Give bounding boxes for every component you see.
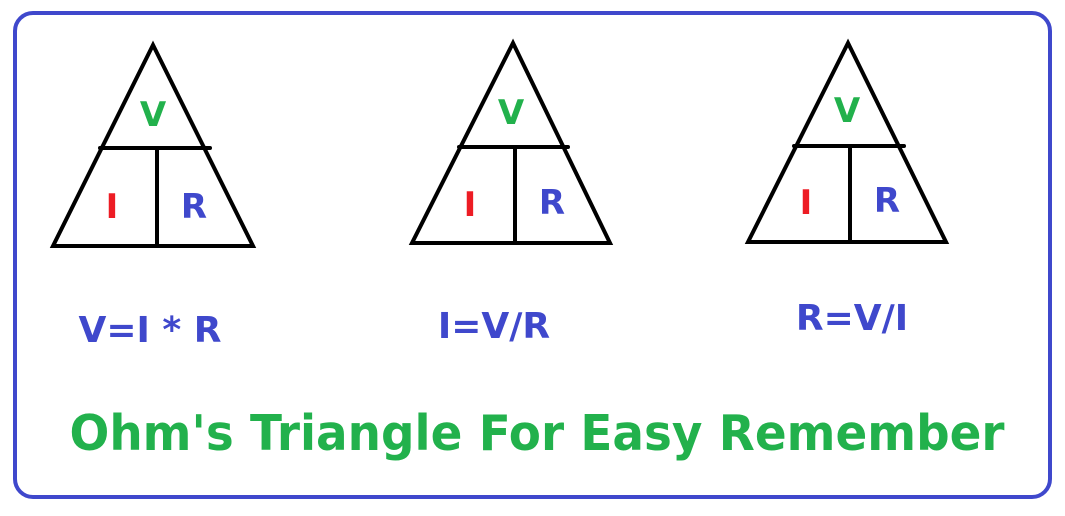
formula-resistance: R=V/I [796, 298, 908, 339]
current-label: I [464, 185, 477, 225]
voltage-label: V [140, 95, 167, 135]
triangle-3 [744, 38, 950, 244]
diagram-title: Ohm's Triangle For Easy Remember [70, 405, 1006, 462]
resistance-label: R [181, 187, 207, 227]
voltage-label: V [834, 91, 861, 131]
frame-border [13, 11, 1052, 499]
triangle-1 [49, 40, 257, 248]
resistance-label: R [539, 183, 565, 223]
triangle-outline [744, 38, 950, 244]
formula-voltage: V=I * R [78, 310, 221, 351]
voltage-label: V [498, 93, 525, 133]
triangle-2 [408, 38, 614, 245]
resistance-label: R [874, 181, 900, 221]
triangle-outline [408, 38, 614, 245]
current-label: I [800, 183, 813, 223]
triangle-outline [49, 40, 257, 248]
formula-current: I=V/R [438, 306, 550, 347]
current-label: I [106, 187, 119, 227]
